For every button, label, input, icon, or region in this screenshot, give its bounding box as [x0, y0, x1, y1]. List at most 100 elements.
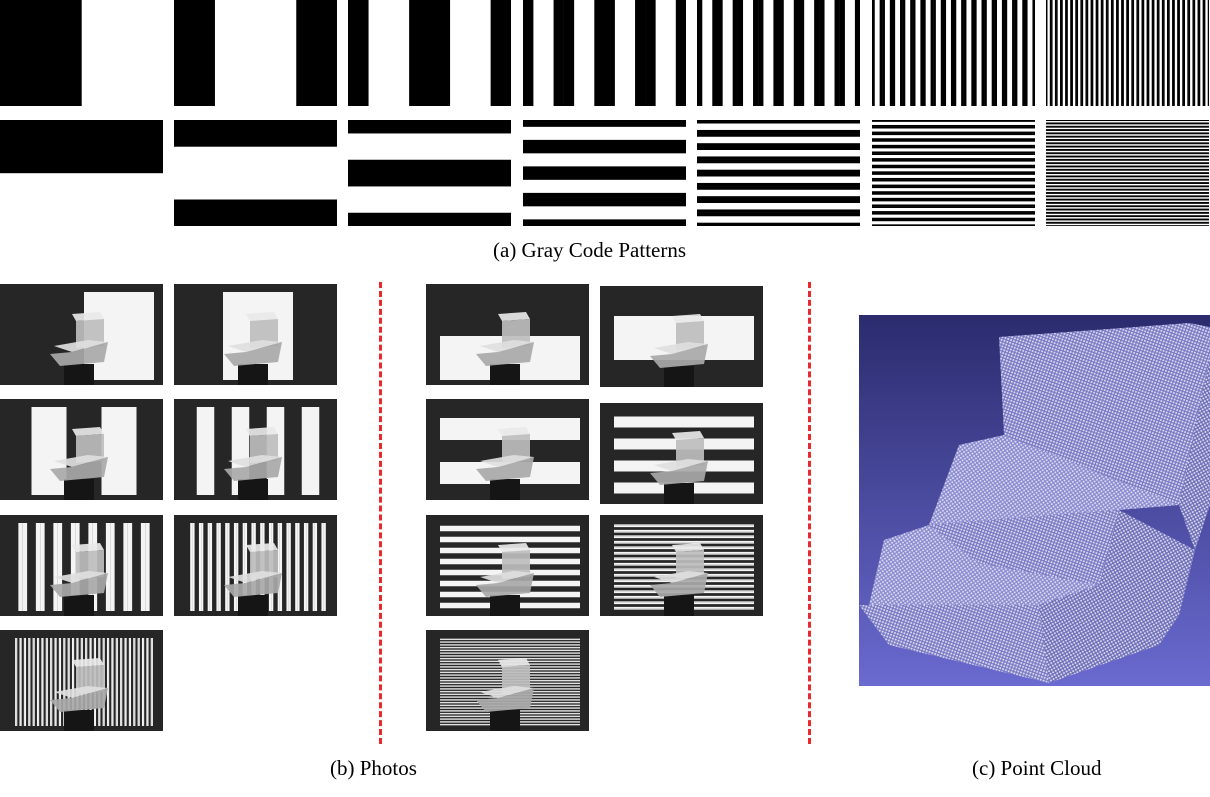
- middle-step-top: [929, 435, 1179, 525]
- projected-stripe: [440, 525, 580, 529]
- projected-stripe: [120, 638, 122, 726]
- middle-step-side: [1099, 510, 1195, 615]
- photo-horizontal-4: [600, 403, 763, 504]
- projected-stripe: [129, 638, 132, 726]
- projected-stripe: [440, 647, 580, 649]
- projected-stripe: [108, 638, 110, 726]
- projected-stripe: [440, 528, 580, 532]
- stripe: [523, 146, 686, 154]
- projected-stripe: [147, 638, 149, 726]
- stripe: [1046, 139, 1209, 141]
- stripe: [348, 173, 511, 187]
- stripe: [872, 206, 1035, 208]
- photo-horizontal-6: [600, 515, 763, 616]
- projected-stripe: [218, 523, 221, 611]
- object-face: [250, 319, 278, 348]
- stripe: [798, 0, 805, 106]
- stripe: [0, 120, 163, 174]
- gray-code-horizontal-pattern-7: [1046, 120, 1209, 226]
- stripe: [348, 120, 511, 134]
- projected-stripe: [138, 638, 140, 726]
- projected-stripe: [24, 638, 27, 726]
- stripe: [991, 0, 995, 106]
- stripe: [1127, 0, 1129, 106]
- stripe: [1091, 0, 1094, 106]
- stripe: [1046, 218, 1209, 220]
- stripe: [1014, 0, 1018, 106]
- projected-stripe: [312, 523, 315, 611]
- stripe: [348, 212, 511, 226]
- stripe: [872, 144, 1035, 147]
- stripe: [1095, 0, 1098, 106]
- stripe: [1046, 186, 1209, 188]
- object-face: [654, 459, 708, 471]
- stripe: [1046, 216, 1209, 218]
- stripe: [872, 204, 1035, 207]
- stripe: [348, 0, 369, 106]
- photo-vertical-1: [0, 284, 163, 385]
- object-face: [676, 321, 704, 350]
- gray-code-vertical-pattern-4: [523, 0, 686, 106]
- projected-stripe: [236, 523, 239, 611]
- stripe: [1046, 155, 1209, 157]
- stripe: [697, 129, 860, 134]
- projected-stripe: [71, 638, 74, 726]
- stripe: [1046, 122, 1209, 124]
- stripe: [697, 199, 860, 204]
- projected-stripe: [111, 638, 113, 726]
- stripe: [1136, 0, 1138, 106]
- object-face: [476, 457, 534, 481]
- red-dashed-divider-left: [379, 282, 382, 744]
- object-face: [476, 688, 534, 712]
- stripe: [732, 0, 738, 106]
- object-face: [650, 573, 708, 597]
- projected-stripe: [124, 638, 126, 726]
- projected-stripe: [54, 638, 56, 726]
- stripe: [953, 0, 957, 106]
- projected-stripe: [440, 638, 580, 640]
- pedestal: [64, 479, 94, 500]
- stripe: [1177, 0, 1179, 106]
- stripe: [943, 0, 947, 106]
- gray-code-horizontal-pattern-3: [348, 120, 511, 226]
- stripe: [1172, 0, 1174, 106]
- object-face: [480, 455, 534, 467]
- stripe: [1032, 0, 1035, 106]
- projected-stripe: [440, 657, 580, 659]
- stripe: [697, 209, 860, 213]
- stripe: [1203, 0, 1206, 106]
- stripe: [1137, 0, 1140, 106]
- stripe: [1046, 158, 1209, 160]
- stripe: [1070, 0, 1072, 106]
- stripe: [1046, 195, 1209, 197]
- gray-code-vertical-pattern-7: [1046, 0, 1209, 106]
- stripe: [922, 0, 926, 106]
- stripe: [1151, 0, 1154, 106]
- stripe: [348, 159, 511, 174]
- stripe: [1046, 149, 1209, 151]
- stripe: [758, 0, 764, 106]
- object-face: [224, 573, 282, 597]
- stripe: [523, 139, 686, 147]
- stripe: [1071, 0, 1073, 106]
- projected-stripe: [20, 638, 22, 726]
- stripe: [1004, 0, 1008, 106]
- gray-code-horizontal-pattern-1: [0, 120, 163, 226]
- object-face: [250, 550, 278, 579]
- projected-stripe: [440, 536, 580, 540]
- bottom-step-front: [859, 605, 1049, 683]
- stripe: [717, 0, 723, 106]
- stripe: [697, 146, 860, 151]
- projected-stripe: [275, 407, 285, 495]
- stripe: [900, 0, 903, 106]
- stripe: [1051, 0, 1053, 106]
- object-face: [76, 550, 104, 579]
- stripe: [1096, 0, 1099, 106]
- stripe: [1183, 0, 1185, 106]
- stripe: [872, 219, 1035, 222]
- stripe: [1046, 159, 1209, 161]
- projected-stripe: [297, 523, 300, 611]
- projected-stripe: [614, 542, 754, 544]
- projected-stripe: [440, 653, 580, 654]
- object-face: [676, 438, 704, 467]
